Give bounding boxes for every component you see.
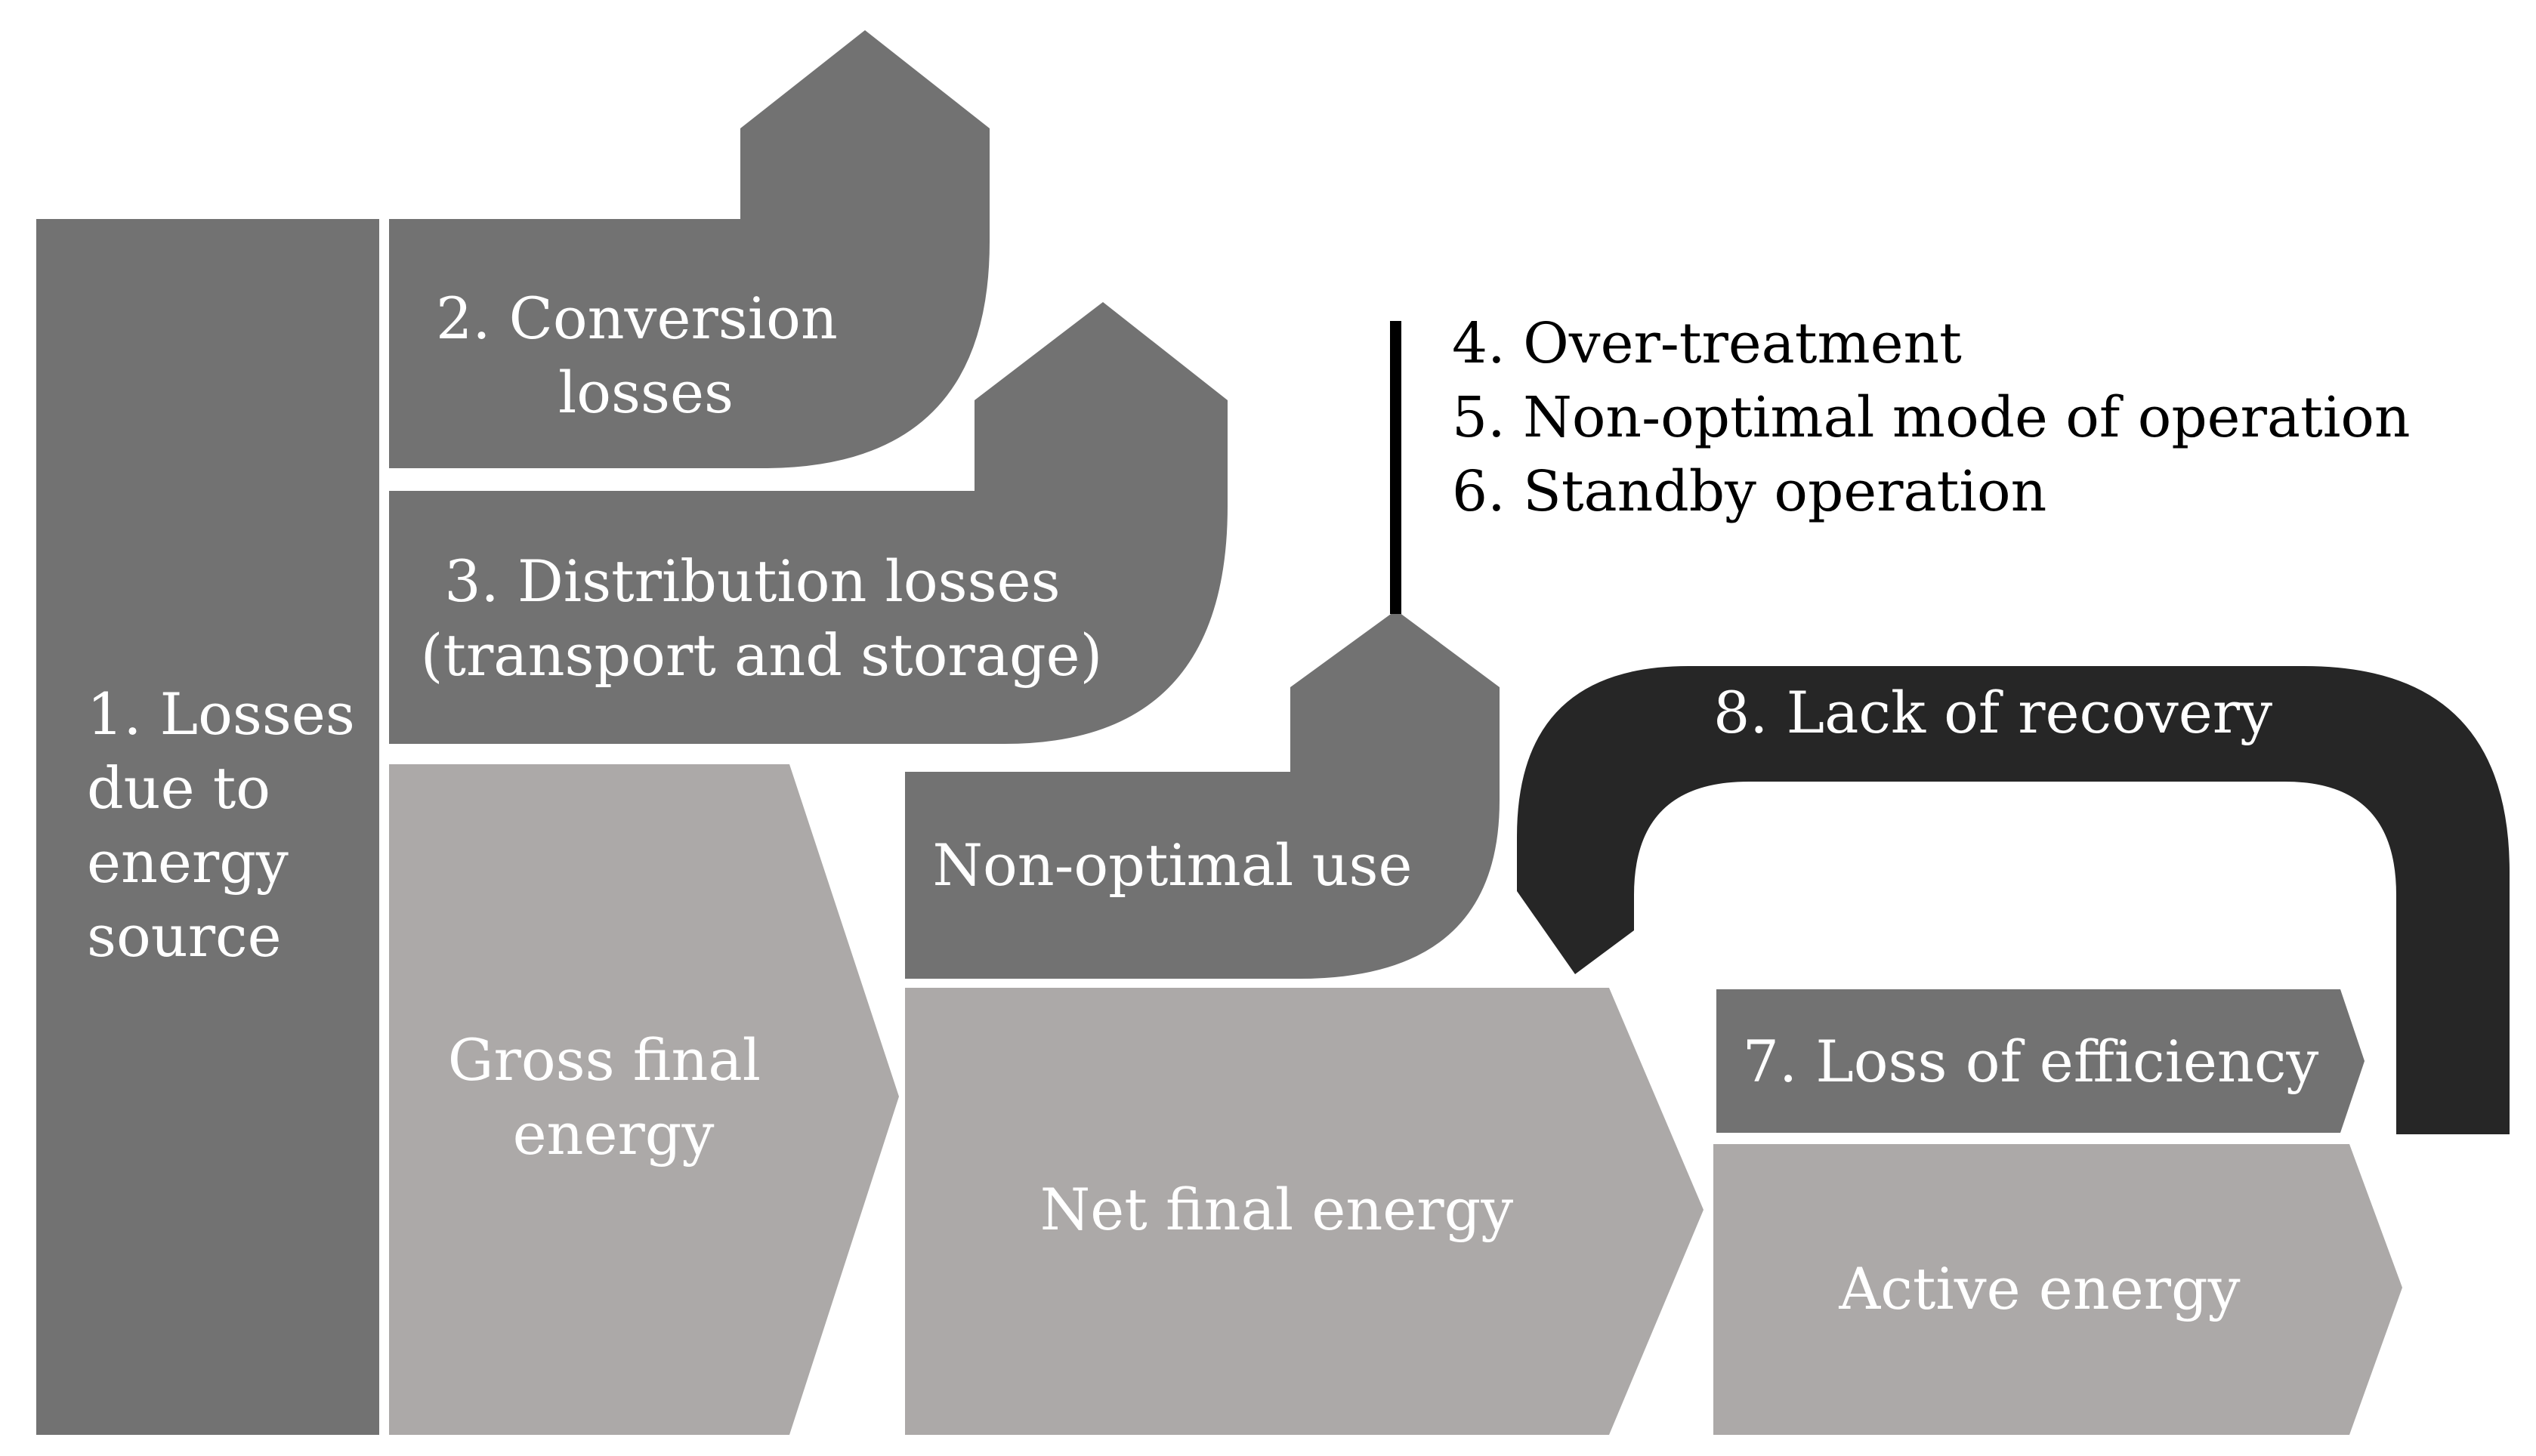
note-non-optimal-mode: 5. Non-optimal mode of operation <box>1452 385 2411 450</box>
distribution-losses-label: 3. Distribution losses (transport and st… <box>421 548 1103 689</box>
non-optimal-use-label: Non-optimal use <box>933 831 1413 899</box>
loss-of-efficiency-label: 7. Loss of efficiency <box>1743 1028 2319 1095</box>
note-standby-operation: 6. Standby operation <box>1452 459 2046 524</box>
gross-final-energy-block <box>389 764 899 1435</box>
net-final-energy-label: Net final energy <box>1040 1176 1513 1243</box>
notes-connector-line <box>1390 321 1401 614</box>
non-optimal-use-block <box>905 610 1500 979</box>
lack-of-recovery-label: 8. Lack of recovery <box>1713 679 2272 746</box>
conversion-losses-label: 2. Conversion losses <box>436 285 856 426</box>
source-losses-block <box>36 219 379 1435</box>
loss-of-efficiency-block <box>1716 989 2365 1133</box>
source-losses-label: 1. Losses due to energy source <box>87 680 373 970</box>
gross-final-energy-label: Gross final energy <box>448 1026 779 1168</box>
active-energy-label: Active energy <box>1838 1255 2240 1322</box>
note-over-treatment: 4. Over-treatment <box>1452 311 1962 376</box>
distribution-losses-block <box>389 302 1228 744</box>
net-final-energy-block <box>905 988 1704 1435</box>
conversion-losses-block <box>389 30 990 468</box>
lack-of-recovery-block <box>1517 666 2510 1134</box>
non-optimal-use-notes: 4. Over-treatment 5. Non-optimal mode of… <box>1452 311 2428 524</box>
active-energy-block <box>1713 1144 2402 1435</box>
